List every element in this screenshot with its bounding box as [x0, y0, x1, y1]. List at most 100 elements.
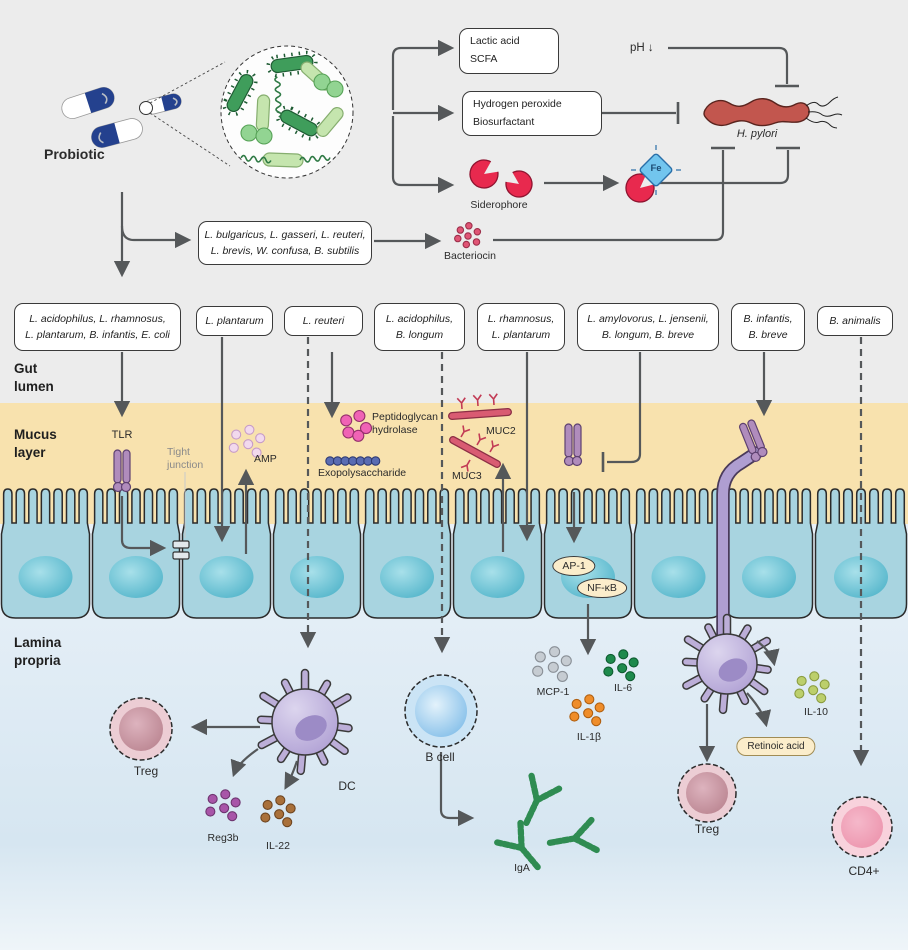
bacteriocin-producers-box: L. bulgaricus, L. gasseri, L. reuteri, L… [198, 221, 372, 265]
dendrite [718, 448, 761, 641]
lactic-acid-scfa-box: Lactic acid SCFA [459, 28, 559, 74]
ph-label: pH ↓ [630, 42, 654, 54]
il6-dots [603, 649, 639, 682]
tight-junction-icon [172, 540, 190, 549]
iga-antibody-icon [546, 815, 602, 854]
ph-inhibit-line [668, 46, 789, 84]
species-box-1: L. acidophilus, L. rhamnosus, L. plantar… [14, 303, 181, 351]
species-box-8: B. animalis [817, 306, 893, 336]
capsule-icon [61, 87, 115, 119]
b-cell [404, 674, 478, 748]
magnifier-cone-line [149, 61, 226, 104]
cell-nucleus [380, 556, 434, 598]
il10-dots [794, 671, 830, 704]
mucin-fork [460, 459, 471, 472]
fe-label: Fe [650, 163, 662, 174]
siderophore-icon [502, 169, 533, 198]
cell-nucleus [742, 556, 796, 598]
bacterium-squiggle [240, 154, 272, 164]
magnified-spot [139, 101, 153, 115]
capsule-icon-small [144, 93, 182, 115]
cell-nucleus [109, 556, 163, 598]
mcp1-label: MCP-1 [536, 686, 570, 698]
fe-inhibit-line [660, 150, 790, 185]
muc2-icon [448, 393, 512, 420]
il1b-dots [569, 694, 605, 727]
tight-junction-icon [172, 551, 190, 560]
tlr-label: TLR [111, 429, 133, 441]
exopolysaccharide-beads [325, 456, 381, 466]
il22-label: IL-22 [266, 840, 290, 852]
reg3b-label: Reg3b [207, 832, 239, 844]
siderophore-label: Siderophore [470, 199, 528, 211]
arrow-to-siderophore [391, 116, 455, 194]
reg3b-dots [205, 789, 241, 822]
il1b-label: IL-1β [576, 731, 602, 743]
dendrite-receptor-icon [738, 419, 768, 462]
cd4-cell [831, 796, 893, 858]
species-box-2: L. plantarum [196, 306, 273, 336]
b-cell-label: B cell [425, 750, 455, 764]
il10-label: IL-10 [804, 706, 828, 718]
box6-inhibit-line [607, 352, 642, 464]
mucin-fork [460, 425, 471, 438]
bacteriocin-inhibit-line [493, 150, 725, 242]
retinoic-acid-pill: Retinoic acid [736, 737, 816, 756]
epithelium [0, 488, 908, 619]
dc-label: DC [338, 779, 356, 793]
species-box-7: B. infantis, B. breve [731, 303, 805, 351]
treg-cell-right [677, 763, 737, 823]
cell-nucleus [651, 556, 706, 598]
arrow-to-lactic [391, 39, 455, 110]
species-box-6: L. amylovorus, L. jensenii, B. longum, B… [577, 303, 719, 351]
bacterium-squiggle [299, 154, 331, 163]
muc3-label: MUC3 [452, 470, 482, 482]
cell-nucleus [18, 556, 73, 598]
siderophore-icon [469, 158, 502, 189]
bacterium [316, 106, 344, 138]
h-pylori-label: H. pylori [736, 128, 778, 140]
probiotic-branch-arrow [120, 225, 192, 249]
bacterium-squiggle [274, 76, 282, 118]
muc3-icon [449, 425, 501, 472]
magnifier-cone-line [149, 112, 231, 167]
tight-junction-label: Tight junction [167, 446, 204, 472]
dendritic-cell-right [681, 613, 772, 715]
probiotic-label: Probiotic [44, 146, 105, 162]
peptidoglycan-hydrolase-label: Peptidoglycan hydrolase [372, 411, 438, 437]
iga-label: IgA [514, 862, 530, 874]
mucin-fork [476, 433, 487, 446]
gut-lumen-label: Gut lumen [14, 361, 54, 394]
ap1-pill: AP-1 [552, 556, 596, 576]
fe-icon [631, 145, 681, 195]
mucin-fork [472, 394, 482, 407]
bacteria-illustration [222, 50, 344, 168]
peptidoglycan-hydrolase-dots [340, 409, 373, 442]
iga-antibody-icon [523, 771, 564, 827]
il6-label: IL-6 [613, 682, 633, 694]
lamina-propria-label: Lamina propria [14, 635, 62, 668]
hydrogen-peroxide-box: Hydrogen peroxide Biosurfactant [462, 91, 602, 136]
iga-antibody-icon [492, 818, 541, 871]
cd4-label: CD4+ [848, 864, 880, 878]
species-box-3: L. reuteri [284, 306, 363, 336]
bacterium [262, 152, 304, 168]
h-pylori-icon [703, 96, 843, 129]
mucus-layer-label: Mucus layer [14, 427, 57, 460]
exopolysaccharide-label: Exopolysaccharide [318, 467, 407, 479]
amp-dots [228, 424, 266, 458]
bacterium [222, 69, 258, 117]
bacterium [255, 94, 271, 132]
species-box-4: L. acidophilus, B. longum [374, 303, 465, 351]
cell-nucleus [199, 556, 254, 598]
species-box-5: L. rhamnosus, L. plantarum [477, 303, 565, 351]
mucin-fork [489, 440, 500, 453]
capsule-icon [91, 118, 143, 148]
bacteriocin-dots [454, 222, 482, 249]
dendritic-cell-left [256, 668, 353, 776]
cell-nucleus [470, 556, 525, 598]
amp-label: AMP [254, 453, 277, 465]
treg-left-label: Treg [133, 764, 159, 778]
